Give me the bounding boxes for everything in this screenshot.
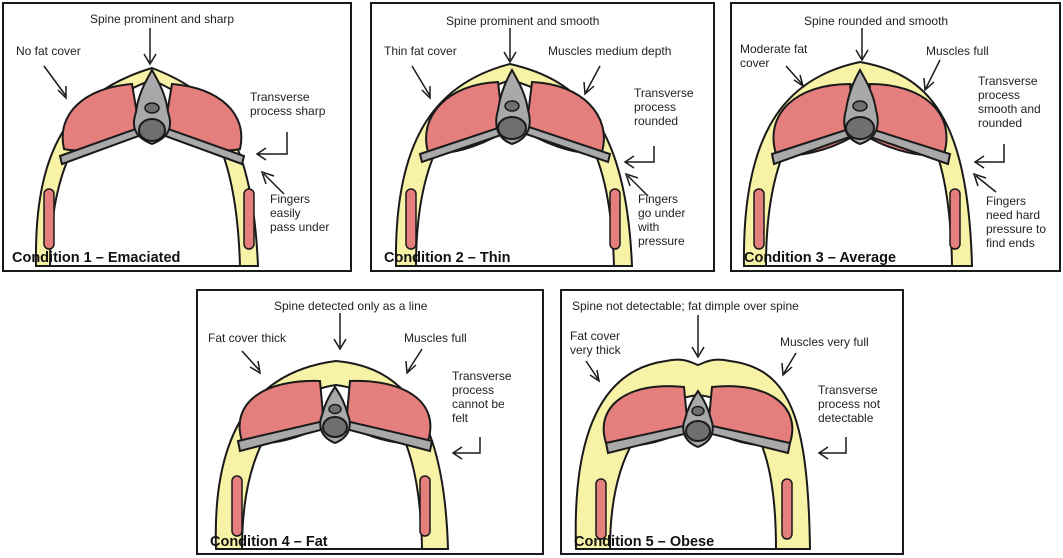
spine-label: Spine prominent and sharp: [90, 12, 234, 26]
panel-condition-1: Spine prominent and sharp No fat cover T…: [2, 2, 352, 272]
panel-condition-5: Spine not detectable; fat dimple over sp…: [560, 289, 904, 555]
fat-cover-label: Fat cover very thick: [570, 329, 621, 357]
muscles-label: Muscles full: [926, 44, 989, 58]
condition-title: Condition 3 – Average: [744, 250, 896, 266]
transverse-process-label: Transverse process sharp: [250, 90, 325, 118]
panel-condition-2: Spine prominent and smooth Thin fat cove…: [370, 2, 715, 272]
transverse-process-label: Transverse process rounded: [634, 86, 694, 128]
spine-label: Spine detected only as a line: [274, 299, 427, 313]
condition-title: Condition 2 – Thin: [384, 250, 510, 266]
fat-cover-label: Moderate fat cover: [740, 42, 807, 70]
fingers-label: Fingers go under with pressure: [638, 192, 685, 248]
muscles-label: Muscles very full: [780, 335, 869, 349]
condition-title: Condition 5 – Obese: [574, 534, 714, 550]
muscles-label: Muscles full: [404, 331, 467, 345]
transverse-process-label: Transverse process not detectable: [818, 383, 880, 425]
spine-label: Spine rounded and smooth: [804, 14, 948, 28]
fat-cover-label: Fat cover thick: [208, 331, 286, 345]
panel-condition-3: Spine rounded and smooth Moderate fat co…: [730, 2, 1061, 272]
fingers-label: Fingers easily pass under: [270, 192, 329, 234]
spine-label: Spine prominent and smooth: [446, 14, 599, 28]
spine-label: Spine not detectable; fat dimple over sp…: [572, 299, 799, 313]
fat-cover-label: No fat cover: [16, 44, 81, 58]
transverse-process-label: Transverse process cannot be felt: [452, 369, 512, 425]
condition-title: Condition 1 – Emaciated: [12, 250, 180, 266]
fat-cover-label: Thin fat cover: [384, 44, 457, 58]
transverse-process-label: Transverse process smooth and rounded: [978, 74, 1041, 130]
fingers-label: Fingers need hard pressure to find ends: [986, 194, 1046, 250]
condition-title: Condition 4 – Fat: [210, 534, 328, 550]
muscles-label: Muscles medium depth: [548, 44, 671, 58]
panel-condition-4: Spine detected only as a line Fat cover …: [196, 289, 544, 555]
